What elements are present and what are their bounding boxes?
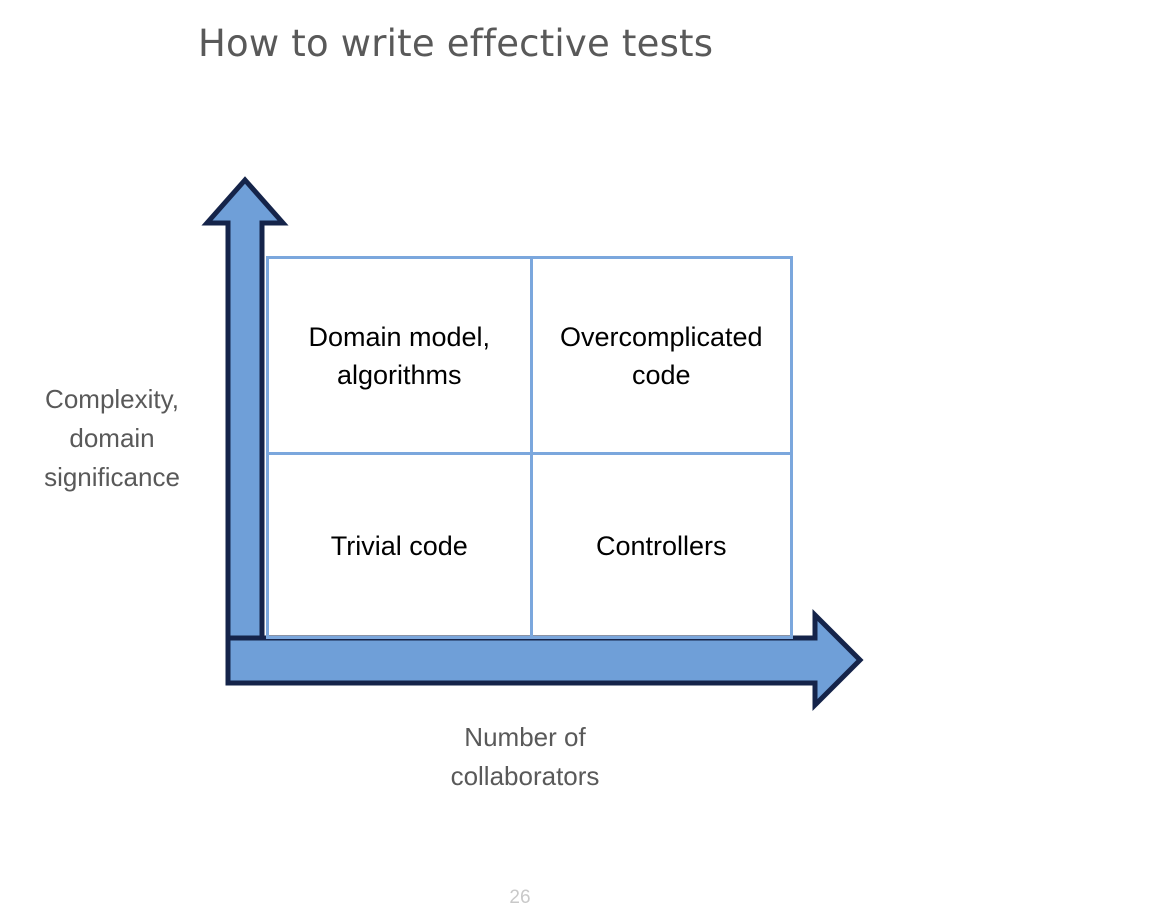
x-axis-label: Number of collaborators	[380, 718, 670, 796]
y-axis-label-line-3: significance	[44, 462, 180, 492]
y-axis-label: Complexity, domain significance	[6, 380, 218, 497]
quadrant-label-bottom-left: Trivial code	[330, 530, 468, 561]
page-title: How to write effective tests	[198, 22, 714, 65]
x-axis-label-line-1: Number of	[464, 722, 586, 752]
slide-number: 26	[509, 887, 531, 908]
quadrant-cell-top-right: Overcomplicated code	[529, 259, 790, 455]
y-axis-label-line-1: Complexity,	[45, 384, 179, 414]
quadrant-label-top-right: Overcomplicated code	[559, 321, 763, 390]
quadrant-grid: Domain model, algorithms Overcomplicated…	[266, 256, 793, 639]
quadrant-cell-bottom-left: Trivial code	[269, 455, 530, 636]
y-axis-label-line-2: domain	[69, 423, 155, 453]
quadrant-label-bottom-right: Controllers	[595, 530, 727, 561]
quadrant-cell-top-left: Domain model, algorithms	[269, 259, 530, 455]
quadrant-cell-bottom-right: Controllers	[529, 455, 791, 636]
x-axis-label-line-2: collaborators	[450, 761, 600, 791]
x-axis-arrow-icon	[225, 608, 864, 712]
quadrant-label-top-left: Domain model, algorithms	[308, 321, 491, 390]
